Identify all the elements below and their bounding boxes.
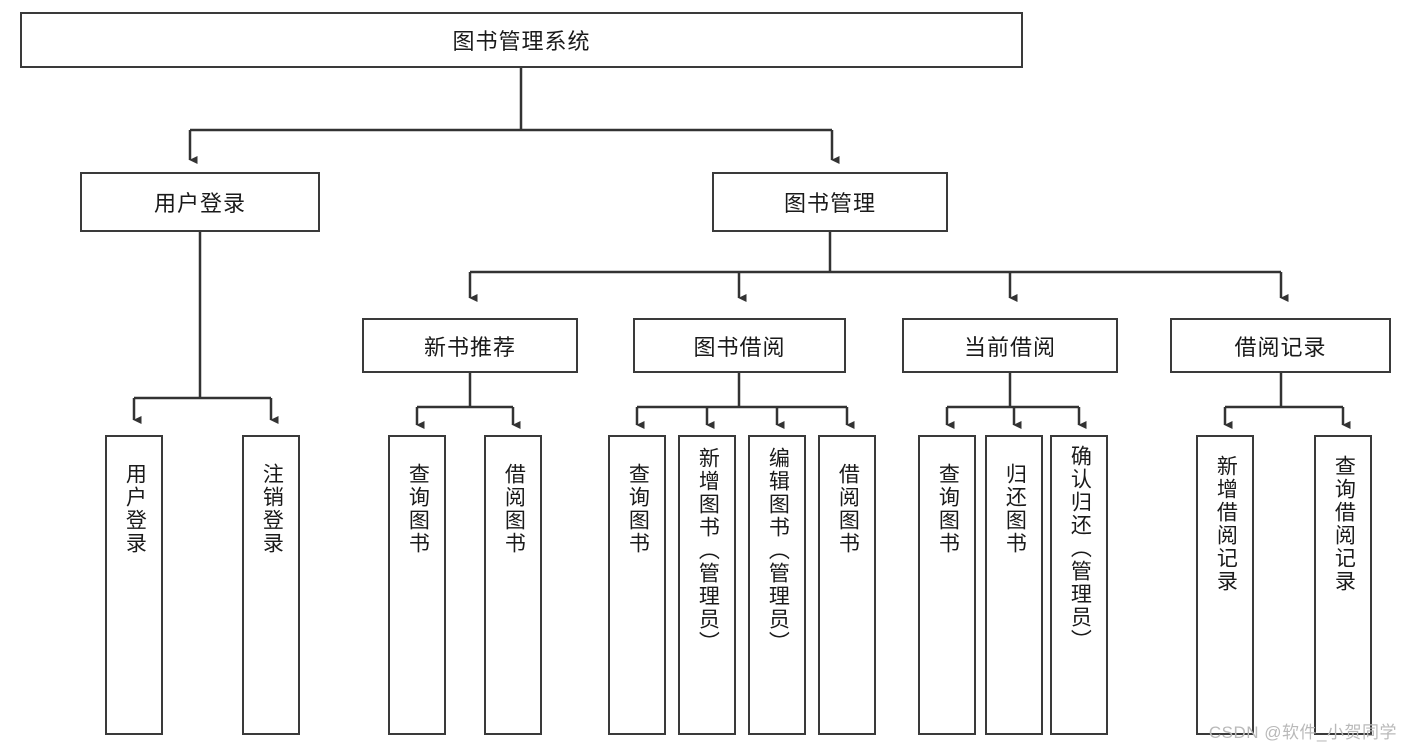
node-borrow-record[interactable]: 借阅记录 [1170, 318, 1391, 373]
node-book-management[interactable]: 图书管理 [712, 172, 948, 232]
leaf-label: 查询借阅记录 [1332, 455, 1356, 593]
leaf-current-return-book[interactable]: 归还图书 [985, 435, 1043, 735]
node-label: 当前借阅 [963, 334, 1056, 360]
leaf-recommend-query-book[interactable]: 查询图书 [388, 435, 446, 735]
leaf-label: 查询图书 [936, 463, 960, 555]
leaf-label: 注销登录 [260, 463, 284, 555]
node-label: 图书管理系统 [452, 29, 591, 54]
leaf-label: 确认归还（管理员） [1068, 445, 1092, 652]
leaf-borrow-borrow-book[interactable]: 借阅图书 [818, 435, 876, 735]
leaf-user-login-login[interactable]: 用户登录 [105, 435, 163, 735]
node-book-borrow[interactable]: 图书借阅 [633, 318, 846, 373]
node-label: 图书管理 [783, 191, 876, 216]
leaf-user-login-logout[interactable]: 注销登录 [242, 435, 300, 735]
leaf-current-confirm-return-admin[interactable]: 确认归还（管理员） [1050, 435, 1108, 735]
node-label: 图书借阅 [693, 334, 786, 360]
leaf-label: 查询图书 [406, 463, 430, 555]
node-root-book-management-system[interactable]: 图书管理系统 [20, 12, 1023, 68]
node-current-borrow[interactable]: 当前借阅 [902, 318, 1118, 373]
leaf-current-query-book[interactable]: 查询图书 [918, 435, 976, 735]
node-label: 新书推荐 [423, 334, 516, 360]
leaf-borrow-query-book[interactable]: 查询图书 [608, 435, 666, 735]
node-new-book-recommend[interactable]: 新书推荐 [362, 318, 578, 373]
node-user-login[interactable]: 用户登录 [80, 172, 320, 232]
watermark-text: CSDN @软件_小贺同学 [1208, 723, 1397, 742]
leaf-recommend-borrow-book[interactable]: 借阅图书 [484, 435, 542, 735]
leaf-label: 新增借阅记录 [1214, 455, 1238, 593]
node-label: 借阅记录 [1234, 334, 1327, 360]
leaf-borrow-edit-book-admin[interactable]: 编辑图书（管理员） [748, 435, 806, 735]
node-label: 用户登录 [153, 191, 246, 216]
leaf-record-query-record[interactable]: 查询借阅记录 [1314, 435, 1372, 735]
leaf-label: 借阅图书 [502, 463, 526, 555]
leaf-label: 归还图书 [1003, 463, 1027, 555]
leaf-borrow-add-book-admin[interactable]: 新增图书（管理员） [678, 435, 736, 735]
leaf-label: 新增图书（管理员） [696, 447, 720, 654]
leaf-label: 用户登录 [123, 463, 147, 555]
leaf-label: 编辑图书（管理员） [766, 447, 790, 654]
leaf-record-add-record[interactable]: 新增借阅记录 [1196, 435, 1254, 735]
leaf-label: 查询图书 [626, 463, 650, 555]
leaf-label: 借阅图书 [836, 463, 860, 555]
